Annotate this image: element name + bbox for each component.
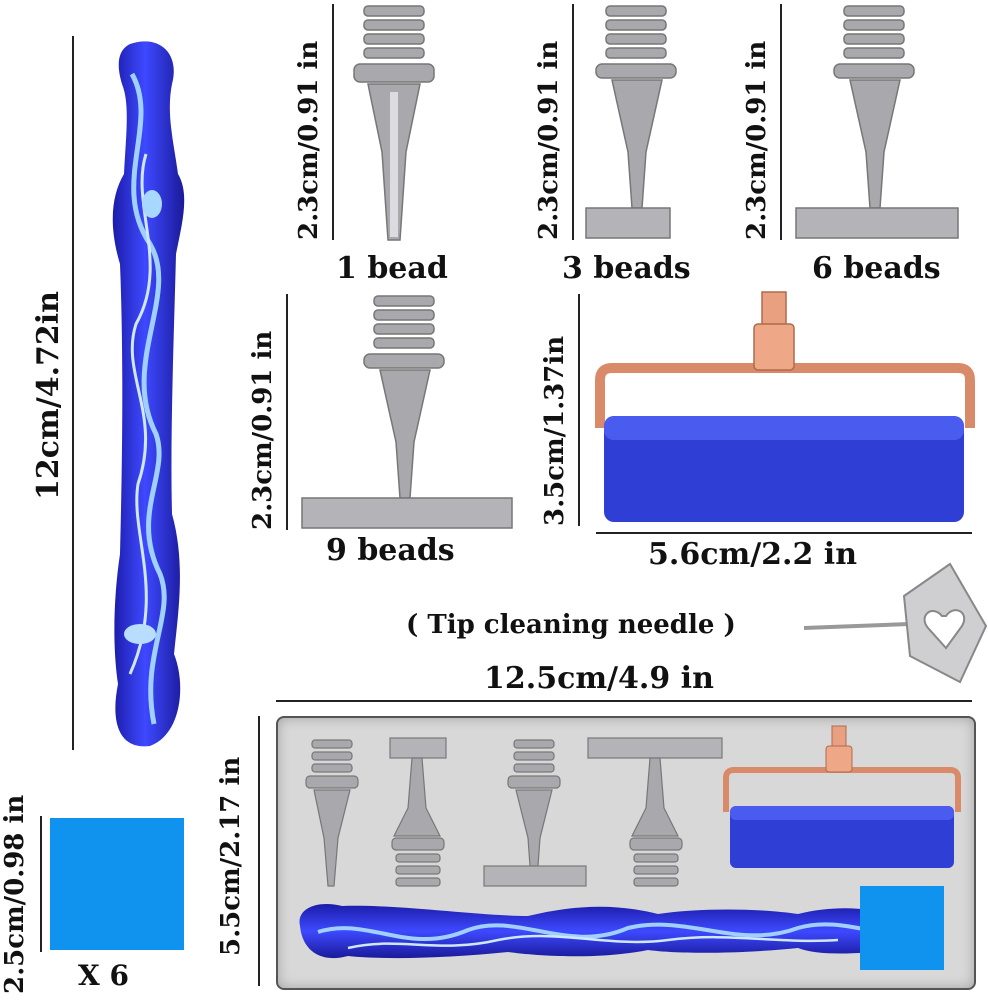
square-pad — [50, 818, 184, 950]
tip3-name-label: 3 beads — [562, 251, 691, 286]
tray-height-label: 5.5cm/2.17 in — [216, 756, 246, 956]
roller-width-line — [596, 532, 972, 534]
tip9-image — [301, 295, 513, 529]
square-size-label: 2.5cm/0.98 in — [0, 794, 30, 994]
roller-image — [595, 291, 975, 522]
pen-length-label: 12cm/4.72in — [31, 291, 66, 500]
tip9-height-label: 2.3cm/0.91 in — [248, 330, 278, 530]
tray-square-pad — [860, 886, 944, 970]
tip1-name-label: 1 bead — [336, 251, 448, 286]
tip3-height-line — [572, 4, 574, 240]
tip9-name-label: 9 beads — [326, 533, 455, 568]
tip6-image — [795, 5, 959, 239]
roller-height-line — [578, 294, 580, 526]
roller-height-label: 3.5cm/1.37in — [540, 335, 570, 526]
pen-length-line — [72, 36, 74, 750]
cleaning-needle-image — [803, 562, 988, 684]
tip6-name-label: 6 beads — [812, 251, 941, 286]
tray-width-line — [276, 700, 972, 702]
tray-contents — [299, 725, 961, 959]
tip6-height-line — [780, 4, 782, 240]
tip1-height-label: 2.3cm/0.91 in — [294, 40, 324, 240]
tip9-height-line — [286, 294, 288, 530]
needle-name-label: ( Tip cleaning needle ) — [406, 610, 736, 640]
storage-tray — [276, 716, 976, 990]
square-size-line — [40, 816, 42, 952]
tip3-image — [585, 5, 677, 239]
tip6-height-label: 2.3cm/0.91 in — [742, 40, 772, 240]
tip3-height-label: 2.3cm/0.91 in — [534, 40, 564, 240]
tray-width-label: 12.5cm/4.9 in — [484, 661, 714, 696]
pen-vertical-image — [112, 41, 185, 747]
tray-height-line — [258, 716, 260, 986]
tip1-height-line — [332, 4, 334, 240]
tip1-image — [353, 5, 435, 241]
square-count-label: X 6 — [78, 959, 129, 992]
roller-width-label: 5.6cm/2.2 in — [648, 537, 858, 572]
